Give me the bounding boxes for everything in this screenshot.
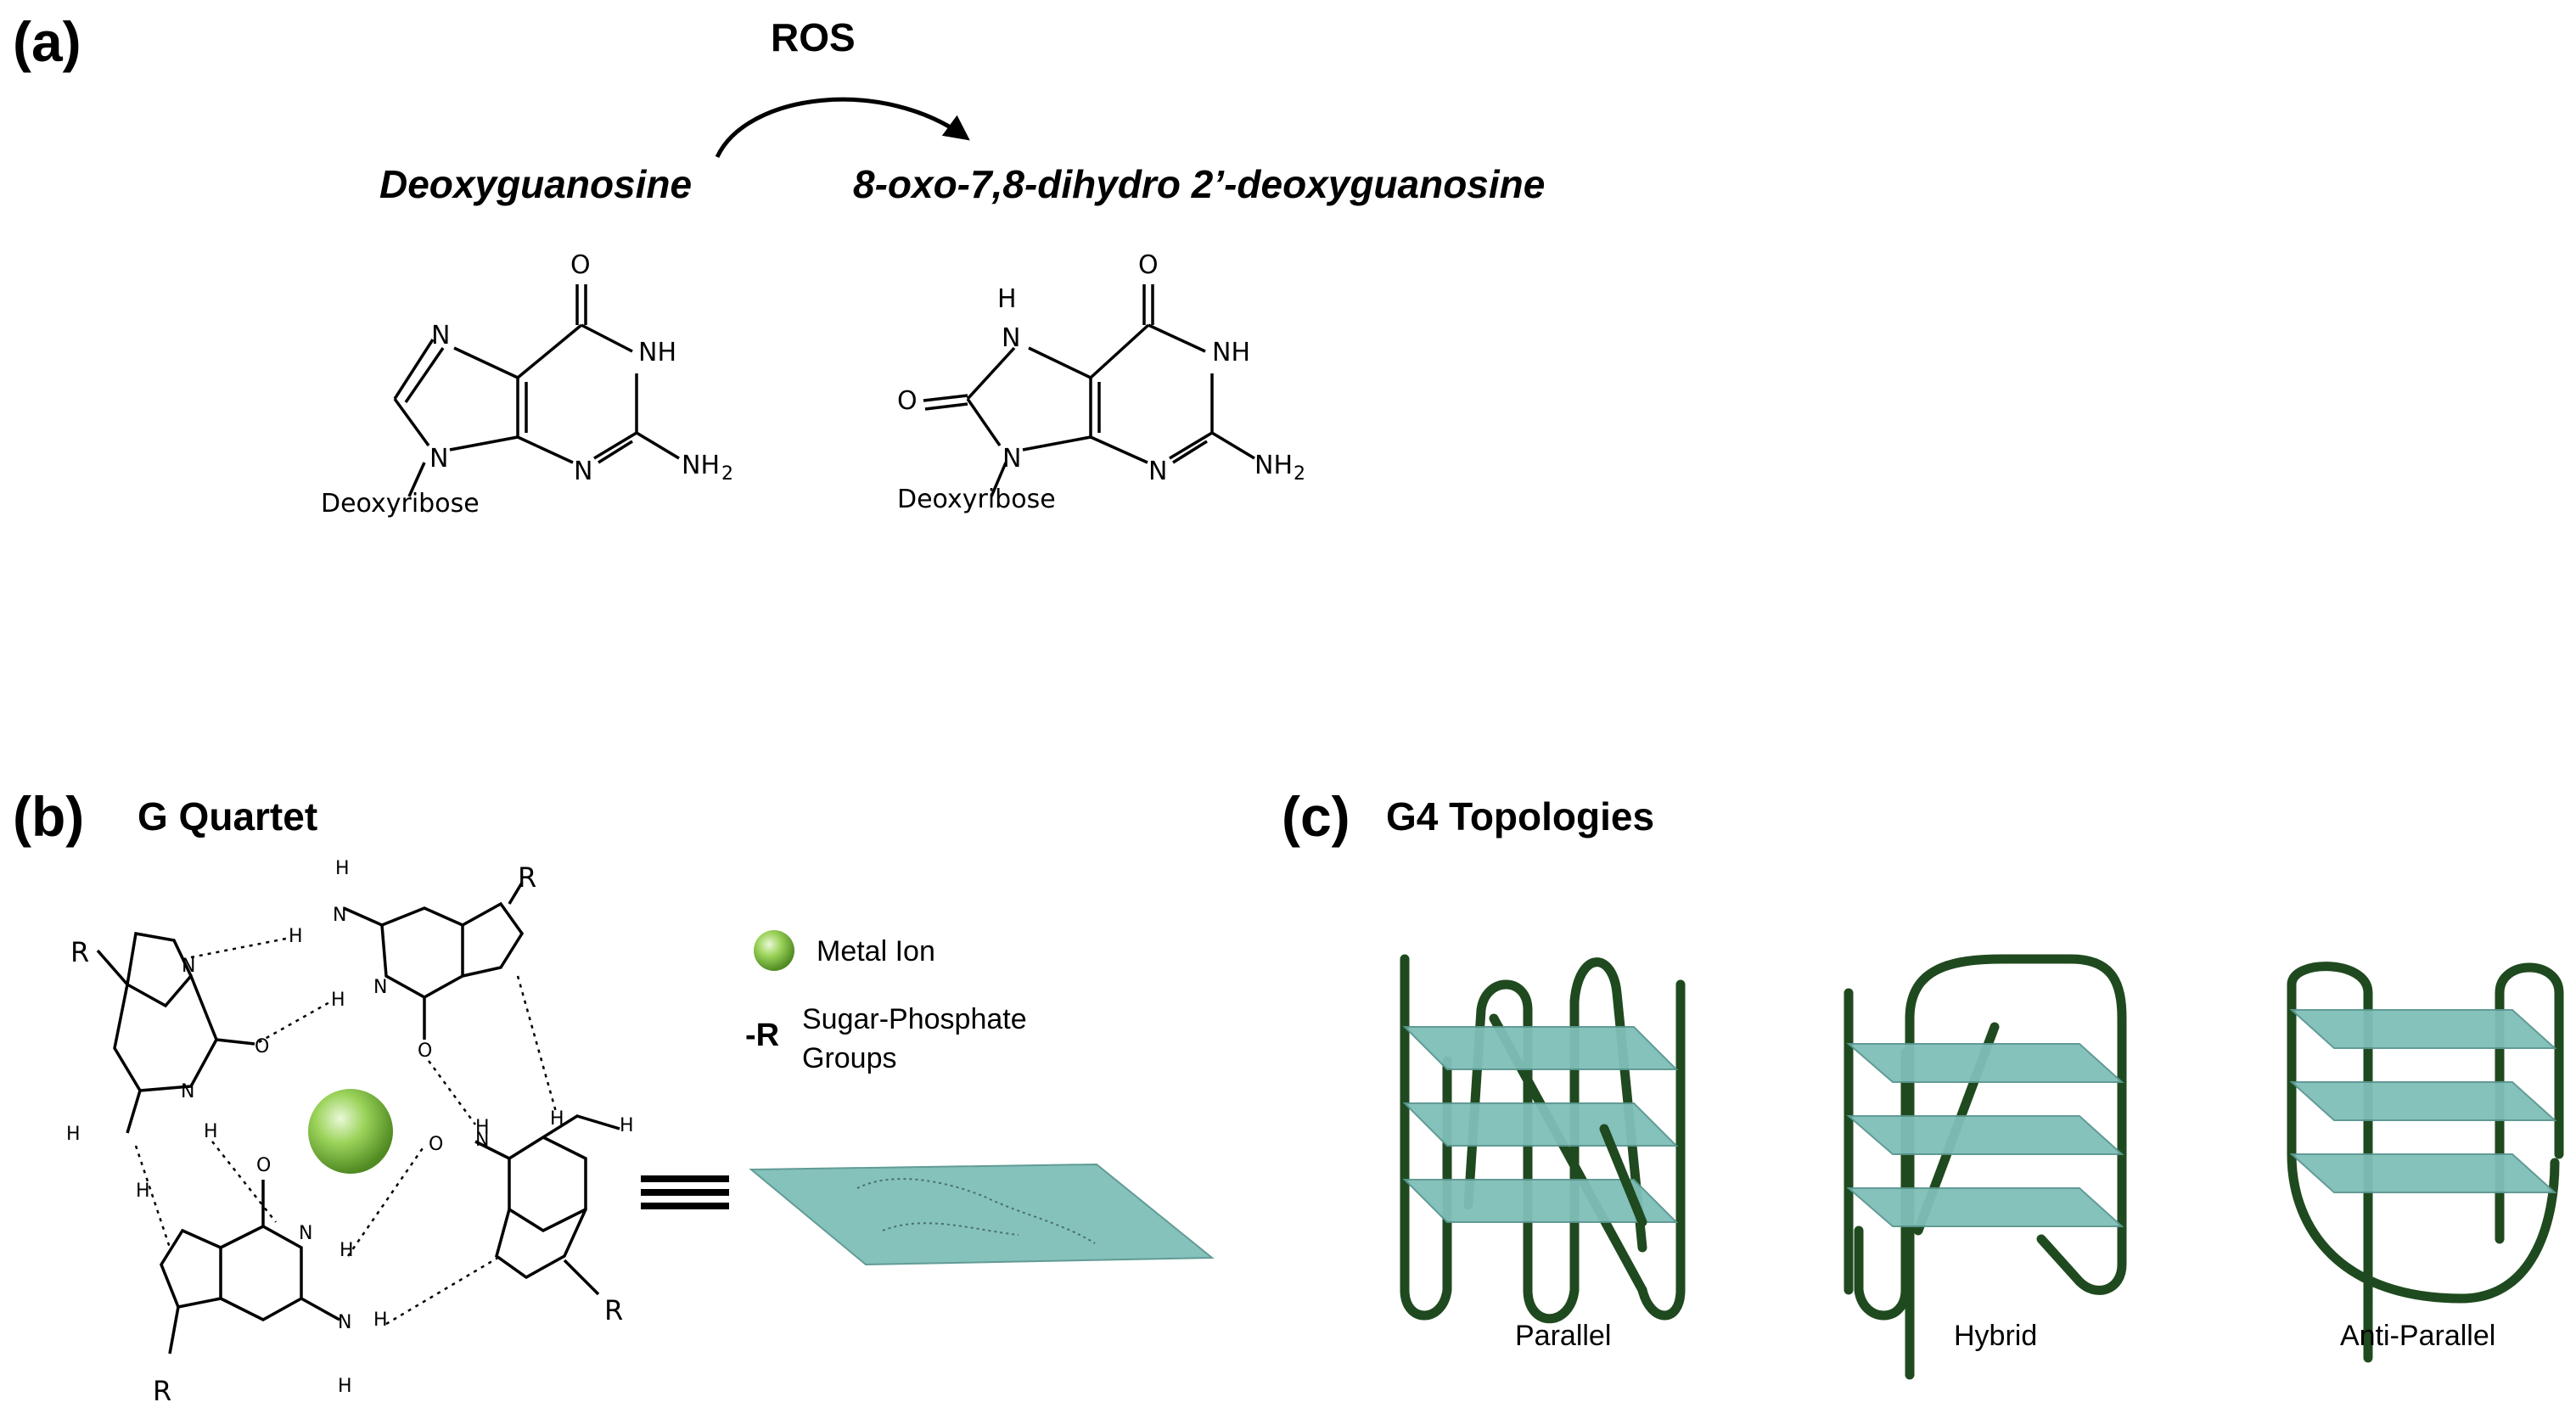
n-atom: N [182,956,195,977]
legend-r-symbol: -R [745,1018,779,1053]
quartet-plate [749,1163,1215,1266]
h-atom: H [475,1117,490,1138]
legend-sugar-line1: Sugar-Phosphate [802,1003,1027,1035]
r-group: R [518,861,536,894]
ros-label: ROS [771,15,856,59]
n-atom: N [338,1312,351,1333]
product-o: O [1138,250,1159,280]
reactant-nh2: NH [682,451,720,480]
product-n-top: N [1002,323,1020,353]
guanine-top-right: R N H H O N H [289,858,536,1062]
n-atom: N [373,977,387,998]
o-atom: O [255,1036,269,1057]
reactant-n-bottom: N [429,444,448,474]
reactant-nh: NH [638,338,676,367]
product-name: 8-oxo-7,8-dihydro 2’-deoxyguanosine [853,162,1545,206]
guanine-bottom-left: R O N H N H H [153,1155,388,1407]
reactant-substituent: Deoxyribose [321,489,480,519]
n-atom: N [475,1130,489,1151]
r-group: R [604,1294,623,1326]
product-h: H [997,284,1017,314]
h-atom: H [620,1115,634,1136]
g4-topologies-title: G4 Topologies [1386,794,1654,838]
r-group: R [70,936,89,968]
product-nh: NH [1212,338,1250,367]
deoxyguanosine-structure: O NH NH 2 N N N Deoxyribose [321,250,733,519]
o-atom: O [256,1155,271,1176]
legend: Metal Ion -R Sugar-Phosphate Groups [745,930,1027,1074]
equivalence-sign [641,1175,729,1209]
n-atom: N [333,905,346,926]
legend-metal-ion: Metal Ion [817,935,935,968]
n-atom: N [181,1081,194,1102]
r-group: R [153,1375,171,1407]
product-o-left: O [897,386,918,416]
product-n-mid: N [1148,457,1167,486]
h-atom: H [204,1121,218,1142]
reactant-o: O [570,250,591,280]
metal-ion-sphere [308,1089,393,1174]
panel-a: (a) ROS Deoxyguanosine 8-oxo-7,8-dihydro… [13,10,1545,519]
panel-a-label: (a) [13,10,81,73]
metal-ion-legend-icon [754,930,794,971]
topology-label-anti-parallel: Anti-Parallel [2340,1320,2495,1352]
product-nh2-sub: 2 [1294,463,1305,485]
g-quartet-title: G Quartet [137,794,317,838]
panel-b-label: (b) [13,785,84,848]
product-nh2: NH [1254,451,1293,480]
h-atom: H [66,1124,81,1145]
topology-label-hybrid: Hybrid [1954,1320,2037,1352]
legend-sugar-line2: Groups [802,1042,897,1074]
panel-c-label: (c) [1282,785,1350,848]
reactant-name: Deoxyguanosine [379,162,692,206]
h-atom: H [338,1376,352,1397]
o-atom: O [418,1040,432,1062]
h-atom: H [136,1181,150,1202]
h-atom: H [550,1108,564,1130]
oxo-structure: O H N NH O NH 2 N N Deoxyribose [897,250,1305,514]
g-quartet-structure: R N O N H H H R N H H O N H [66,858,634,1407]
reaction-arrow [715,97,970,159]
n-atom: N [299,1223,312,1244]
topology-anti-parallel: Anti-Parallel [2287,962,2564,1363]
h-atom: H [335,858,350,879]
panel-b: (b) G Quartet R N O N H H H [13,785,1215,1407]
guanine-top-left: R N O N H H H [66,931,269,1202]
h-atom: H [373,1310,388,1331]
reactant-n-mid: N [574,457,592,486]
h-atom: H [340,1240,354,1261]
reactant-n-top: N [431,321,450,351]
o-atom: O [429,1134,443,1155]
h-atom: H [331,990,345,1011]
panel-c: (c) G4 Topologies Parallel Hybrid [1282,785,2564,1380]
topology-parallel: Parallel [1400,954,1686,1352]
guanine-bottom-right: R O H H N H [429,1108,634,1326]
product-substituent: Deoxyribose [897,485,1056,514]
reactant-nh2-sub: 2 [721,463,733,485]
h-atom: H [289,926,303,947]
topology-label-parallel: Parallel [1515,1320,1611,1352]
topology-hybrid: Hybrid [1844,954,2127,1380]
product-n-bottom: N [1002,444,1021,474]
